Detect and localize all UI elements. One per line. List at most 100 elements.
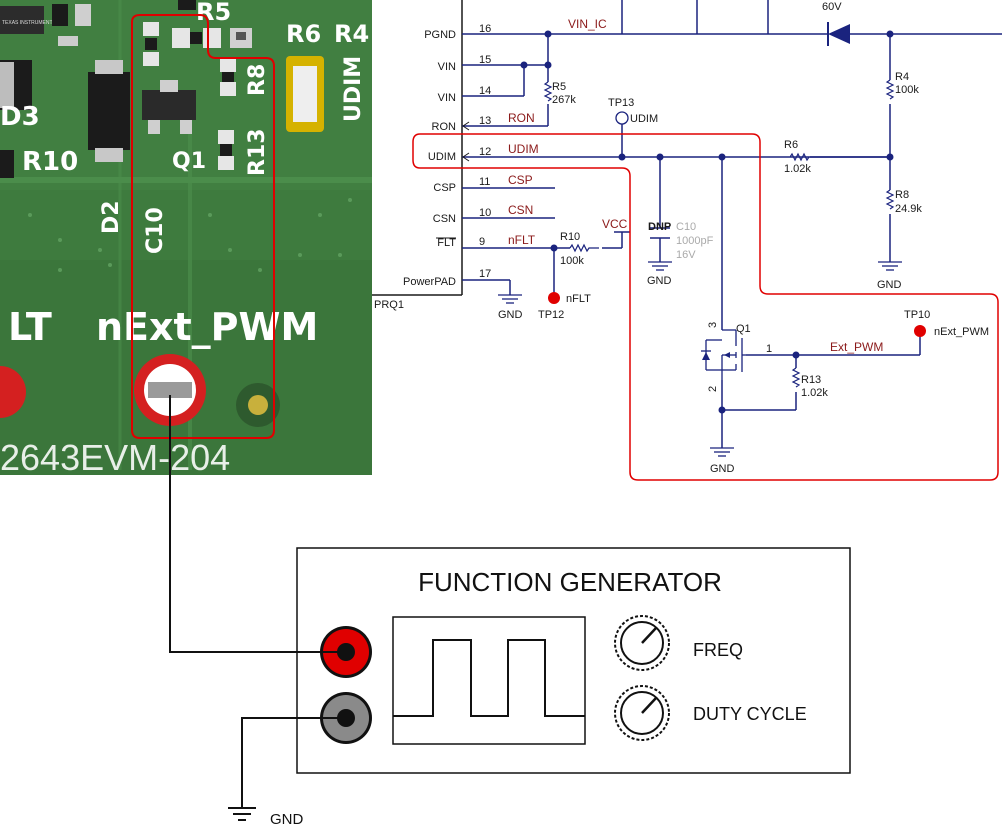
tp12-icon bbox=[548, 292, 560, 304]
tp10-icon bbox=[914, 325, 926, 337]
q1-ref: Q1 bbox=[736, 323, 751, 335]
net-csn: CSN bbox=[508, 203, 533, 217]
gnd-label-3: GND bbox=[877, 279, 902, 291]
gnd-label-4: GND bbox=[710, 463, 735, 475]
r6-ref: R6 bbox=[784, 139, 798, 151]
pin-name-ron: RON bbox=[432, 121, 457, 133]
silk-r5: R5 bbox=[196, 0, 231, 26]
pin-num-14: 14 bbox=[479, 85, 491, 97]
tp13-label: UDIM bbox=[630, 113, 658, 125]
pin-name-csp: CSP bbox=[433, 182, 456, 194]
r8-ref: R8 bbox=[895, 189, 909, 201]
silk-d2: D2 bbox=[99, 200, 124, 234]
pin-name-vin-15: VIN bbox=[438, 61, 456, 73]
r4-value: 100k bbox=[895, 84, 919, 96]
r4-ref: R4 bbox=[895, 71, 909, 83]
gnd-wire bbox=[241, 717, 346, 808]
net-csp: CSP bbox=[508, 173, 533, 187]
tp12-label: nFLT bbox=[566, 293, 591, 305]
tp10-label: nExt_PWM bbox=[934, 326, 989, 338]
c10-dnp: DNP bbox=[648, 221, 671, 233]
r5-value: 267k bbox=[552, 94, 576, 106]
tp12-ref: TP12 bbox=[538, 309, 564, 321]
r6-value: 1.02k bbox=[784, 163, 811, 175]
r5-ref: R5 bbox=[552, 81, 566, 93]
silk-r4: R4 bbox=[334, 20, 369, 48]
r10-symbol bbox=[569, 243, 599, 253]
r10-value: 100k bbox=[560, 255, 584, 267]
pin-name-csn: CSN bbox=[433, 213, 456, 225]
gnd-label-2: GND bbox=[647, 275, 672, 287]
silk-r13: R13 bbox=[245, 128, 270, 176]
q1-mosfet-symbol bbox=[705, 329, 746, 380]
pin-name-flt: FLT bbox=[437, 237, 456, 249]
duty-cycle-label: DUTY CYCLE bbox=[693, 704, 807, 724]
pin-name-udim: UDIM bbox=[428, 151, 456, 163]
c10-voltage: 16V bbox=[676, 249, 696, 261]
square-wave-icon bbox=[393, 639, 585, 717]
c10-ref: C10 bbox=[676, 221, 696, 233]
tp13-ref: TP13 bbox=[608, 97, 634, 109]
gnd-icon bbox=[228, 807, 256, 821]
diode-value: 60V bbox=[822, 1, 842, 13]
q1-pin1: 1 bbox=[766, 343, 772, 355]
net-vcc: VCC bbox=[602, 217, 628, 231]
generator-title: FUNCTION GENERATOR bbox=[418, 567, 722, 597]
silk-r6: R6 bbox=[286, 20, 321, 48]
signal-wire bbox=[169, 395, 346, 653]
pcb-gnd-pad bbox=[248, 395, 268, 415]
net-udim: UDIM bbox=[508, 142, 539, 156]
ti-logo-icon bbox=[0, 6, 44, 34]
r5-symbol bbox=[543, 81, 553, 102]
r13-value: 1.02k bbox=[801, 387, 828, 399]
q1-pin3: 3 bbox=[707, 322, 719, 328]
pcb-highlight-outline bbox=[131, 14, 275, 439]
r10-ref: R10 bbox=[560, 231, 580, 243]
waveform-screen bbox=[392, 616, 586, 745]
duty-cycle-knob[interactable] bbox=[614, 685, 670, 741]
pin-name-pgnd: PGND bbox=[424, 29, 456, 41]
pin-num-9: 9 bbox=[479, 236, 485, 248]
r4-symbol bbox=[885, 79, 895, 100]
r8-value: 24.9k bbox=[895, 203, 922, 215]
gnd-symbols bbox=[498, 261, 902, 457]
pin-num-13: 13 bbox=[479, 115, 491, 127]
net-ron: RON bbox=[508, 111, 535, 125]
silk-board-name: 2643EVM-204 bbox=[0, 437, 230, 478]
probe-wires bbox=[169, 395, 346, 808]
function-generator: FUNCTION GENERATOR FREQ DUTY CYCLE bbox=[296, 547, 851, 774]
schematic-highlight-outline bbox=[412, 133, 999, 481]
q1-component bbox=[142, 90, 196, 120]
net-vin-ic: VIN_IC bbox=[568, 17, 607, 31]
freq-knob[interactable] bbox=[614, 615, 670, 671]
silk-c10: C10 bbox=[143, 207, 168, 254]
tp10-ref: TP10 bbox=[904, 309, 930, 321]
ic-ref: PRQ1 bbox=[374, 299, 404, 311]
schematic: PRQ1 PGND VIN VIN RON UDIM CSP CSN FLT P… bbox=[372, 0, 1002, 481]
r13-symbol bbox=[791, 367, 801, 388]
silk-d3: D3 bbox=[0, 102, 40, 132]
d2-component bbox=[88, 72, 130, 150]
net-ext-pwm: Ext_PWM bbox=[830, 340, 883, 354]
diode-symbol bbox=[828, 24, 850, 44]
pcb-testpoint-nflt bbox=[0, 366, 26, 418]
gnd-label: GND bbox=[270, 811, 304, 828]
r6-symbol bbox=[789, 152, 810, 162]
c10-value: 1000pF bbox=[676, 235, 714, 247]
pin-num-16: 16 bbox=[479, 23, 491, 35]
pin-num-12: 12 bbox=[479, 146, 491, 158]
pin-num-11: 11 bbox=[479, 176, 490, 188]
silk-udim: UDIM bbox=[341, 56, 366, 122]
pin-name-powerpad: PowerPAD bbox=[403, 276, 456, 288]
silk-q1: Q1 bbox=[172, 149, 206, 174]
pin-num-10: 10 bbox=[479, 207, 491, 219]
pin-num-17: 17 bbox=[479, 268, 491, 280]
silk-next-pwm: nExt_PWM bbox=[96, 305, 318, 349]
freq-label: FREQ bbox=[693, 640, 743, 660]
logo-text: TEXAS INSTRUMENTS bbox=[2, 20, 57, 26]
silk-r8: R8 bbox=[245, 64, 270, 96]
silk-flt: LT bbox=[8, 305, 52, 349]
tp13-icon bbox=[615, 111, 629, 125]
pin-num-15: 15 bbox=[479, 54, 491, 66]
